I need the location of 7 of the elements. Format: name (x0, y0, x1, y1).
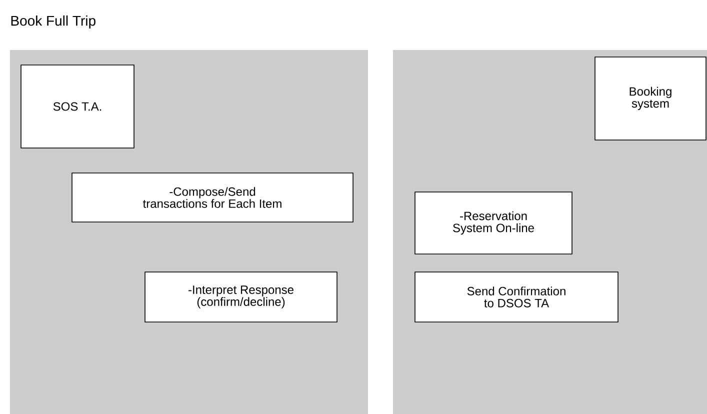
process-box: -Compose/Send transactions for Each Item (72, 172, 354, 222)
process-box: -Reservation System On-line (414, 192, 572, 254)
process-box: SOS T.A. (20, 64, 134, 148)
process-box: Send Confirmation to DSOS TA (414, 272, 618, 322)
diagram-title: Book Full Trip (11, 15, 96, 28)
process-box: -Interpret Response (confirm/decline) (144, 272, 338, 322)
process-box: Booking system (594, 56, 706, 140)
